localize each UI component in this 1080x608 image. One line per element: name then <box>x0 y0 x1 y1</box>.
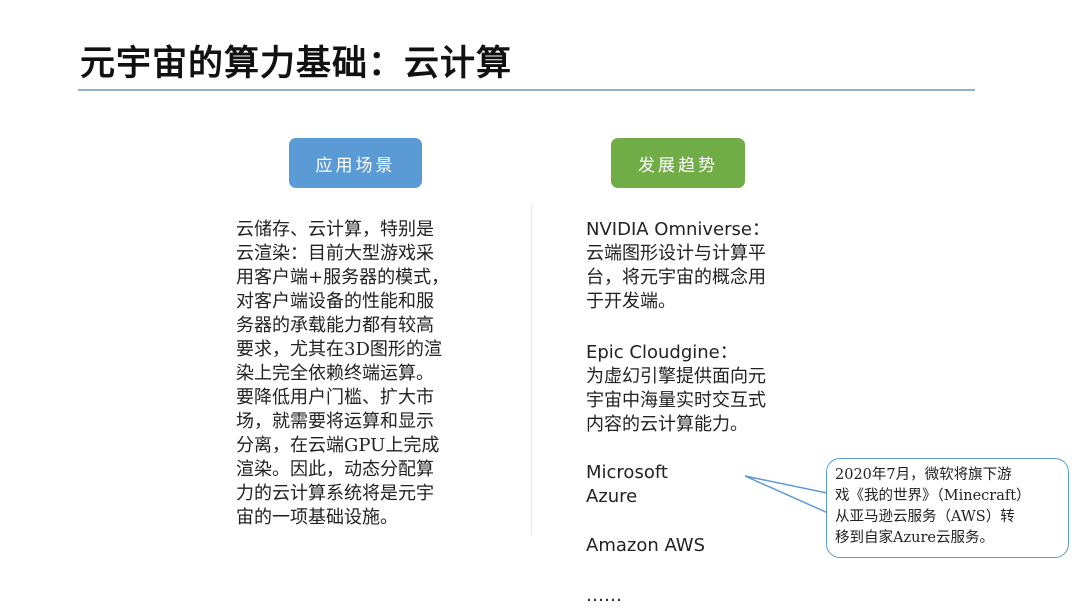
application-scenarios-pill: 应用场景 <box>289 138 422 188</box>
text-line: 要降低用户门槛、扩大市 <box>236 387 434 408</box>
callout-line: 从亚马逊云服务（AWS）转 <box>835 509 1015 525</box>
entry-amazon-aws: Amazon AWS <box>586 534 705 558</box>
text-line: 染上完全依赖终端运算。 <box>236 363 434 384</box>
entry-nvidia-omniverse: NVIDIA Omniverse： 云端图形设计与计算平 台，将元宇宙的概念用 … <box>586 218 770 314</box>
text-line: 对客户端设备的性能和服 <box>236 291 434 312</box>
entry-desc-line: 于开发端。 <box>586 291 676 312</box>
text-line: 分离，在云端GPU上完成 <box>236 435 440 456</box>
entry-title: Epic Cloudgine： <box>586 342 738 363</box>
text-line: 宙的一项基础设施。 <box>236 507 398 528</box>
slide-title: 元宇宙的算力基础：云计算 <box>80 43 513 84</box>
entry-title: NVIDIA Omniverse： <box>586 219 770 240</box>
entry-ellipsis: …… <box>586 584 622 608</box>
text-line: 务器的承载能力都有较高 <box>236 315 434 336</box>
application-scenarios-text: 云储存、云计算，特别是 云渲染：目前大型游戏采 用客户端+服务器的模式， 对客户… <box>236 218 476 530</box>
text-line: 渲染。因此，动态分配算 <box>236 459 434 480</box>
text-line: 要求，尤其在3D图形的渲 <box>236 339 442 360</box>
development-trends-pill: 发展趋势 <box>611 138 745 188</box>
text-line: 用客户端+服务器的模式， <box>236 267 450 288</box>
callout-line: 2020年7月，微软将旗下游 <box>835 467 1012 483</box>
text-line: 场，就需要将运算和显示 <box>236 411 434 432</box>
entry-desc-line: 台，将元宇宙的概念用 <box>586 267 766 288</box>
callout-line: 戏《我的世界》（Minecraft） <box>835 488 1031 504</box>
text-line: 云渲染：目前大型游戏采 <box>236 243 434 264</box>
callout-line: 移到自家Azure云服务。 <box>835 530 994 546</box>
title-underline <box>78 89 975 91</box>
entry-title: Azure <box>586 486 638 507</box>
entry-title: Microsoft <box>586 462 668 483</box>
entry-title: Amazon AWS <box>586 535 706 556</box>
entry-desc-line: 云端图形设计与计算平 <box>586 243 766 264</box>
callout-box: 2020年7月，微软将旗下游 戏《我的世界》（Minecraft） 从亚马逊云服… <box>826 458 1069 558</box>
text-line: 力的云计算系统将是元宇 <box>236 483 434 504</box>
text-line: 云储存、云计算，特别是 <box>236 219 434 240</box>
entry-microsoft-azure: Microsoft Azure <box>586 461 668 509</box>
entry-desc-line: 内容的云计算能力。 <box>586 414 748 435</box>
entry-desc-line: 为虚幻引擎提供面向元 <box>586 366 766 387</box>
entry-title: …… <box>586 585 622 606</box>
entry-desc-line: 宇宙中海量实时交互式 <box>586 390 766 411</box>
column-divider <box>531 205 532 535</box>
entry-epic-cloudgine: Epic Cloudgine： 为虚幻引擎提供面向元 宇宙中海量实时交互式 内容… <box>586 341 766 437</box>
